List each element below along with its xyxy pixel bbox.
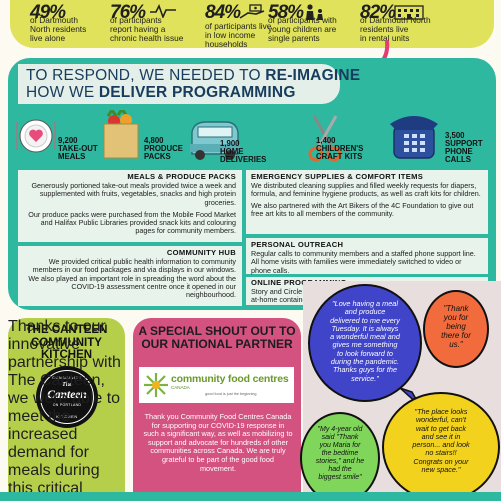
community-hub-box: COMMUNITY HUB We provided critical publi… <box>18 246 242 306</box>
box-title: MEALS & PRODUCE PACKS <box>127 172 236 181</box>
cfc-logo: community food centres CANADA good food … <box>139 367 294 403</box>
headline-banner: TO RESPOND, WE NEEDED TO RE-IMAGINE HOW … <box>18 64 360 104</box>
stat-value: 76% <box>110 2 146 23</box>
box-title: PERSONAL OUTREACH <box>251 240 344 249</box>
shout-out-title: A SPECIAL SHOUT OUT TO OUR NATIONAL PART… <box>138 324 296 351</box>
box-text: Our produce packs were purchased from th… <box>28 209 236 236</box>
box-title: COMMUNITY HUB <box>166 248 236 257</box>
canteen-body: Thanks to our innovative partnership wit… <box>8 318 121 501</box>
cfc-logo-name: community food centres <box>171 373 289 385</box>
headline-line-2: HOW WE DELIVER PROGRAMMING <box>26 84 296 101</box>
meal-plate-icon <box>16 119 56 153</box>
canteen-panel: THE CANTEEN COMMUNITY KITCHEN COMMUNITY … <box>8 318 125 501</box>
sunburst-icon <box>144 373 168 397</box>
box-text: Regular calls to community members and a… <box>251 249 476 275</box>
canteen-logo-sub: ON PORTLAND <box>52 403 82 407</box>
cfc-logo-tagline: good food is just the beginning <box>205 392 257 396</box>
stat-value: 82% <box>360 2 396 23</box>
heartbeat-icon <box>150 4 176 18</box>
delivery-van-icon <box>190 121 240 160</box>
produce-bag-icon <box>103 106 139 159</box>
program-item-phone <box>388 112 440 167</box>
emergency-supplies-box: EMERGENCY SUPPLIES & COMFORT ITEMS We di… <box>246 170 488 234</box>
stats-band <box>10 0 494 48</box>
shout-out-body: Thank you Community Food Centres Canada … <box>143 412 293 473</box>
program-item-produce <box>100 106 142 165</box>
canteen-title: THE CANTEEN COMMUNITY KITCHEN <box>25 324 108 361</box>
program-item-deliveries <box>186 118 244 167</box>
personal-outreach-box: PERSONAL OUTREACH Regular calls to commu… <box>246 238 488 274</box>
canteen-logo-the: The <box>62 382 72 388</box>
program-item-meals <box>14 116 58 161</box>
bottom-strip <box>0 492 501 501</box>
stat-value: 84% <box>205 2 241 23</box>
apartment-building-icon <box>394 5 424 20</box>
box-text: We also partnered with the Art Bikers of… <box>251 200 474 218</box>
stat-value: 58% <box>268 2 304 23</box>
parent-child-icon <box>306 4 323 20</box>
cfc-logo-country: CANADA <box>171 385 190 390</box>
phone-icon <box>390 116 438 159</box>
stat-value: 49% <box>30 2 66 23</box>
box-text: We provided critical public health infor… <box>28 257 236 300</box>
box-title: EMERGENCY SUPPLIES & COMFORT ITEMS <box>251 172 424 181</box>
box-text: We distributed cleaning supplies and fil… <box>251 181 481 199</box>
canteen-logo: COMMUNITY The Canteen ON PORTLAND KITCHE… <box>36 366 98 428</box>
hand-money-icon <box>239 4 265 19</box>
box-text: Generously portioned take-out meals prov… <box>31 181 236 207</box>
program-item-crafts <box>306 112 344 169</box>
box-title: ONLINE PROGRAMMING <box>251 278 347 287</box>
canteen-logo-top: COMMUNITY <box>51 375 83 380</box>
canteen-logo-bottom: KITCHEN <box>56 414 78 419</box>
meals-produce-box: MEALS & PRODUCE PACKS Generously portion… <box>18 170 242 242</box>
canteen-logo-word: Canteen <box>47 389 87 401</box>
headline-line-1: TO RESPOND, WE NEEDED TO RE-IMAGINE <box>26 67 361 84</box>
shout-out-panel: A SPECIAL SHOUT OUT TO OUR NATIONAL PART… <box>133 318 301 501</box>
scissors-icon <box>308 115 342 162</box>
